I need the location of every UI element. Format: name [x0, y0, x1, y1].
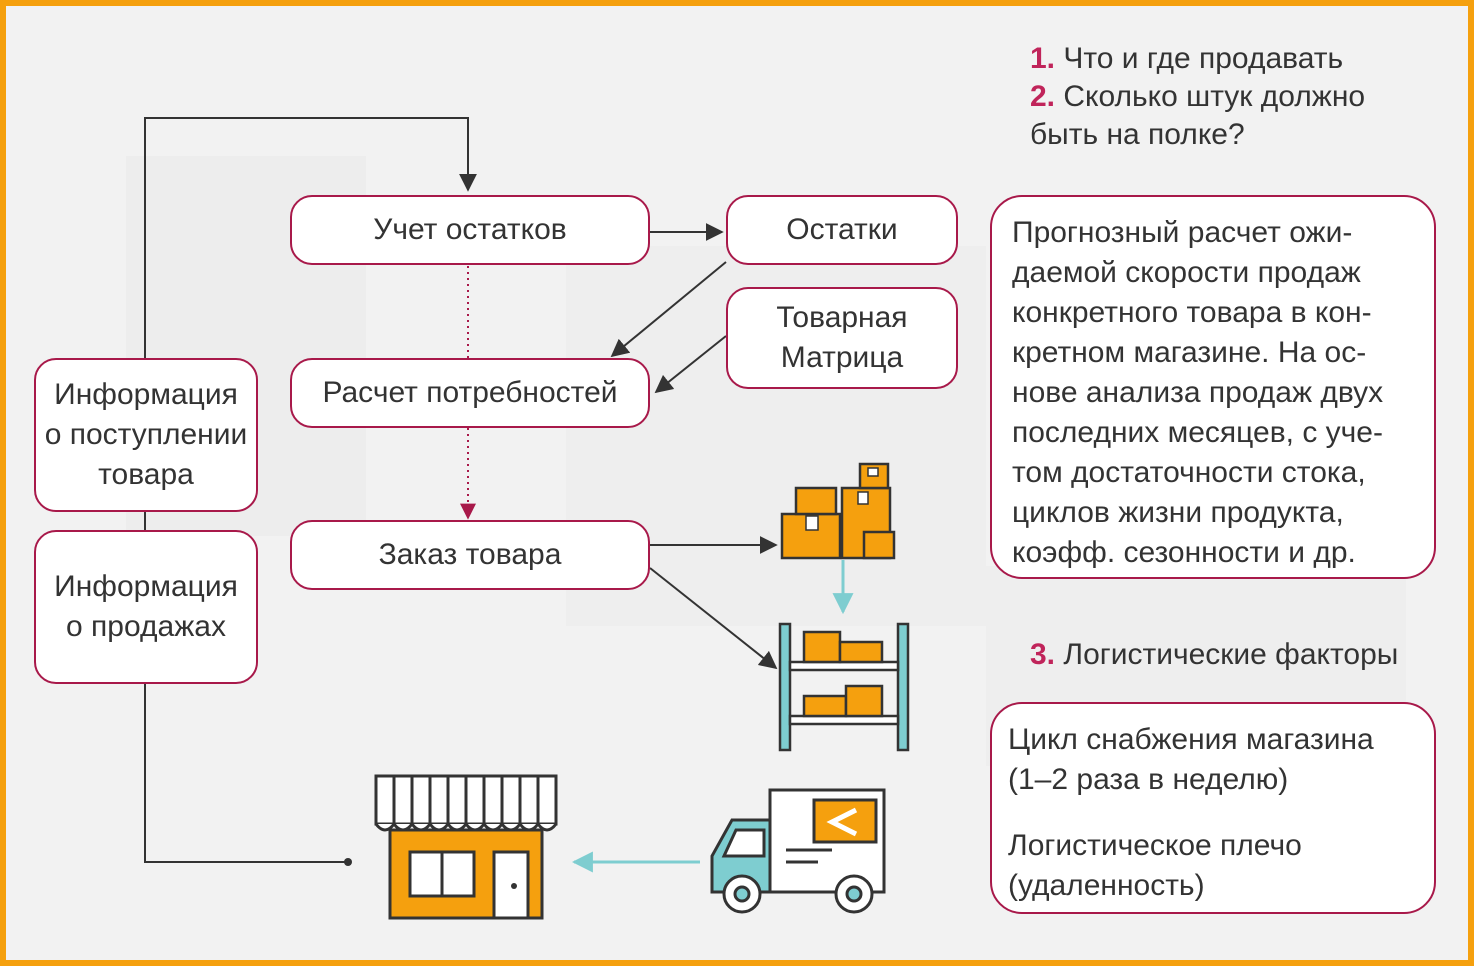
product-matrix-line2: Матрица	[780, 341, 904, 374]
question-1: 1. Что и где продавать	[1030, 40, 1343, 78]
logistics-arm-line2: (удаленность)	[1008, 869, 1205, 902]
question-3-text: Логистические факторы	[1063, 638, 1399, 671]
question-3: 3. Логистические факторы	[1030, 636, 1398, 674]
supply-cycle-line1: Цикл снабжения магазина	[1008, 723, 1374, 756]
question-1-text: Что и где продавать	[1063, 42, 1344, 75]
store-icon	[374, 774, 558, 920]
logistics-arm-line1: Логистическое плечо	[1008, 829, 1302, 862]
forecast-note: Прогнозный расчет ожи- даемой скорости п…	[990, 195, 1436, 579]
arrival-info-line2: о поступлении	[44, 418, 248, 451]
arrival-info-line3: товара	[98, 458, 194, 491]
boxes-icon	[780, 462, 896, 560]
stock-accounting-label: Учет остатков	[373, 213, 567, 246]
question-2-number: 2.	[1030, 80, 1056, 113]
stock-accounting-box: Учет остатков	[290, 195, 650, 265]
sales-info-line1: Информация	[54, 570, 238, 603]
logistics-note: Цикл снабжения магазина (1–2 раза в неде…	[990, 702, 1436, 914]
needs-calculation-label: Расчет потребностей	[322, 376, 618, 409]
arrival-info-line1: Информация	[54, 378, 238, 411]
sales-info-box: Информация о продажах	[34, 530, 258, 684]
forecast-line: последних месяцев, с уче-	[1012, 416, 1383, 449]
feedback-loop-dot	[344, 858, 352, 866]
question-3-number: 3.	[1030, 638, 1056, 671]
question-1-number: 1.	[1030, 42, 1056, 75]
forecast-line: коэфф. сезонности и др.	[1012, 536, 1356, 569]
question-2-line1: Сколько штук должно	[1063, 80, 1366, 113]
order-label: Заказ товара	[378, 538, 562, 571]
stock-box: Остатки	[726, 195, 958, 265]
product-matrix-box: Товарная Матрица	[726, 287, 958, 389]
forecast-line: конкретного товара в кон-	[1012, 296, 1372, 329]
forecast-line: Прогнозный расчет ожи-	[1012, 216, 1353, 249]
stock-label: Остатки	[786, 213, 898, 246]
forecast-line: нове анализа продаж двух	[1012, 376, 1384, 409]
forecast-line: даемой скорости продаж	[1012, 256, 1361, 289]
arrow-stock-to-needs	[610, 261, 727, 358]
needs-calculation-box: Расчет потребностей	[290, 358, 650, 428]
forecast-line: кретном магазине. На ос-	[1012, 336, 1367, 369]
truck-icon	[710, 788, 886, 914]
product-matrix-line1: Товарная	[776, 301, 908, 334]
forecast-line: циклов жизни продукта,	[1012, 496, 1344, 529]
feedback-loop-line	[144, 117, 477, 863]
order-box: Заказ товара	[290, 520, 650, 590]
question-2: 2. Сколько штук должно быть на полке?	[1030, 78, 1365, 154]
arrival-info-box: Информация о поступлении товара	[34, 358, 258, 512]
shelf-icon	[778, 622, 910, 752]
arrow-matrix-to-needs	[654, 335, 727, 394]
question-2-line2: быть на полке?	[1030, 118, 1245, 151]
sales-info-line2: о продажах	[66, 610, 226, 643]
supply-cycle-line2: (1–2 раза в неделю)	[1008, 763, 1289, 796]
forecast-line: том достаточности стока,	[1012, 456, 1366, 489]
arrow-order-to-shelf	[649, 567, 778, 670]
